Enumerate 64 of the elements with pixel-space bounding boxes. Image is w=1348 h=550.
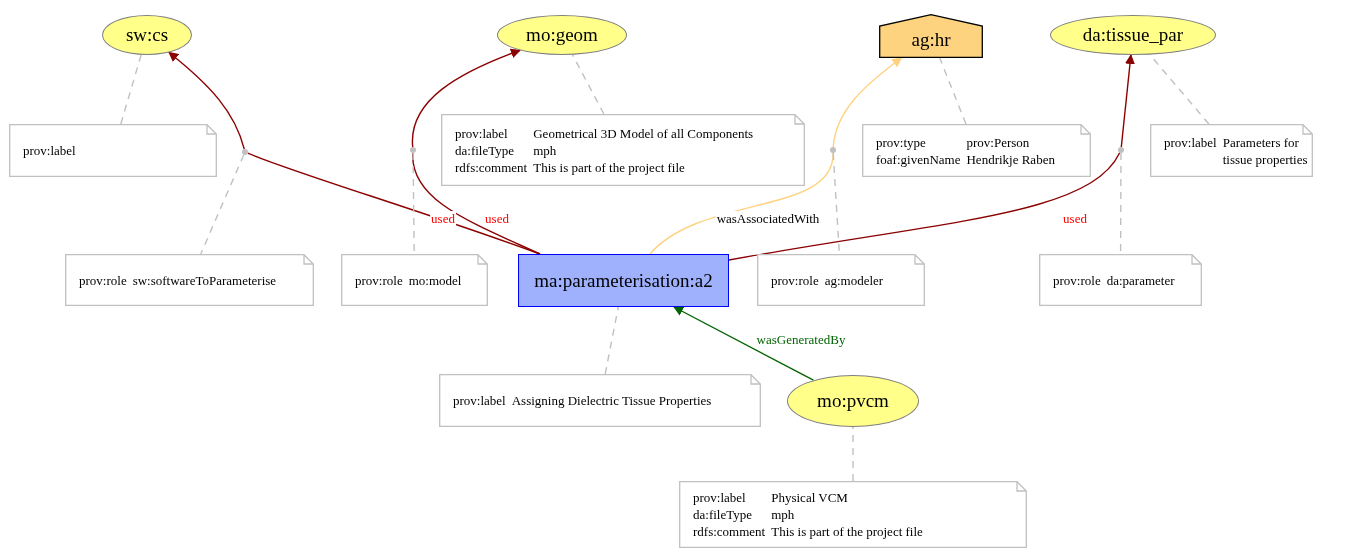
property-value: sw:softwareToParameterise	[132, 271, 277, 289]
edge-label: used	[430, 211, 456, 227]
entity-ellipse: sw:cs	[102, 15, 192, 55]
property-name: prov:role	[771, 271, 819, 289]
property-value: This is part of the project file	[533, 158, 686, 176]
arrow	[673, 306, 815, 381]
property-name: foaf:givenName	[876, 150, 961, 168]
property-name: prov:label	[453, 392, 506, 409]
property-value: mo:model	[408, 271, 462, 289]
entity-ellipse: mo:pvcm	[787, 375, 919, 427]
entity-ellipse: da:tissue_par	[1050, 15, 1216, 55]
edge-label: wasGeneratedBy	[755, 332, 847, 348]
note-box	[9, 124, 217, 177]
property-value: Physical VCM	[771, 489, 849, 506]
activity-box: ma:parameterisation:a2	[518, 254, 729, 307]
property-value: Geometrical 3D Model of all Components	[533, 124, 754, 142]
arrow	[412, 48, 521, 148]
property-name: prov:label	[1164, 133, 1217, 152]
dashed-link	[200, 154, 245, 255]
property-value: Hendrikje Raben	[966, 150, 1055, 168]
note-box	[679, 481, 1027, 548]
note-box	[441, 114, 805, 186]
dashed-link	[604, 306, 619, 375]
property-name: prov:type	[876, 133, 927, 151]
property-name: rdfs:comment	[693, 523, 766, 540]
arrow	[832, 57, 903, 148]
note-box	[65, 254, 314, 306]
property-name: prov:role	[1053, 271, 1101, 289]
arrow	[168, 51, 245, 150]
property-value: Parameters for tissue properties	[1222, 133, 1309, 168]
property-name: rdfs:comment	[455, 158, 528, 176]
entity-ellipse: mo:geom	[497, 15, 627, 55]
property-name: prov:label	[23, 142, 76, 159]
connector-line	[728, 152, 1121, 261]
dashed-link	[852, 426, 854, 482]
note-box	[862, 124, 1091, 177]
junction-dot	[410, 147, 416, 153]
connector-line	[649, 152, 834, 255]
property-name: prov:label	[455, 124, 509, 142]
agent-shape: ag:hr	[879, 14, 983, 58]
junction-dot	[1118, 147, 1124, 153]
property-name: prov:label	[693, 489, 747, 506]
note-box	[1039, 254, 1202, 306]
property-value: Assigning Dielectric Tissue Properties	[511, 392, 712, 409]
property-value: mph	[533, 141, 558, 159]
property-name: da:fileType	[693, 506, 753, 523]
note-box	[439, 374, 761, 427]
note-box	[757, 254, 925, 306]
property-value: da:parameter	[1106, 271, 1175, 289]
dashed-link	[939, 57, 967, 125]
note-box	[341, 254, 488, 306]
property-name: prov:role	[79, 271, 127, 289]
dashed-link	[571, 54, 605, 115]
property-value: prov:Person	[966, 133, 1031, 151]
property-value: This is part of the project file	[771, 523, 923, 540]
property-value: mph	[771, 506, 796, 523]
dashed-link	[120, 54, 142, 125]
note-box	[1150, 124, 1313, 177]
property-name: da:fileType	[455, 141, 515, 159]
property-name: prov:role	[355, 271, 403, 289]
arrow	[1120, 54, 1135, 148]
junction-dot	[830, 147, 836, 153]
junction-dot	[242, 149, 248, 155]
property-value: ag:modeler	[824, 271, 884, 289]
